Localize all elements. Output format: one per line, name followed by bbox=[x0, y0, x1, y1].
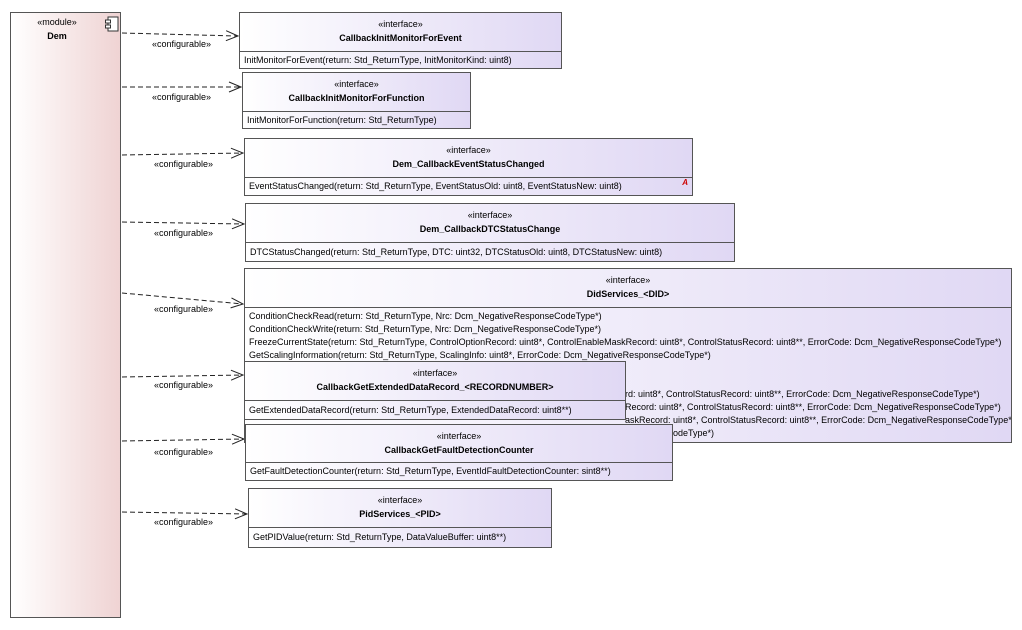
dependency-line[interactable] bbox=[121, 292, 244, 305]
dependency-arrowhead bbox=[230, 147, 245, 159]
operation: ConditionCheckWrite(return: Std_ReturnTy… bbox=[249, 324, 601, 334]
dependency-label: «configurable» bbox=[152, 92, 212, 102]
module-dem[interactable]: «module» Dem bbox=[10, 12, 121, 618]
operation: GetPIDValue(return: Std_ReturnType, Data… bbox=[253, 532, 507, 542]
dependency-line[interactable] bbox=[121, 152, 244, 156]
interface-name: PidServices_<PID> bbox=[359, 509, 441, 519]
interface-dem-callback-dtc-status-change[interactable]: «interface» Dem_CallbackDTCStatusChange … bbox=[245, 203, 735, 262]
interface-name: CallbackGetFaultDetectionCounter bbox=[384, 445, 534, 455]
dependency-label: «configurable» bbox=[154, 447, 214, 457]
dependency-arrowhead bbox=[234, 508, 249, 520]
interface-stereotype: «interface» bbox=[467, 210, 513, 220]
interface-name: DidServices_<DID> bbox=[586, 289, 670, 299]
operation: GetFaultDetectionCounter(return: Std_Ret… bbox=[250, 466, 611, 476]
interface-name: CallbackInitMonitorForEvent bbox=[339, 33, 462, 43]
interface-callback-get-extended-data-record[interactable]: «interface» CallbackGetExtendedDataRecor… bbox=[244, 361, 626, 420]
interface-stereotype: «interface» bbox=[412, 368, 458, 378]
interface-stereotype: «interface» bbox=[605, 275, 651, 285]
operation: GetExtendedDataRecord(return: Std_Return… bbox=[249, 405, 572, 415]
interface-callback-get-fault-detection-counter[interactable]: «interface» CallbackGetFaultDetectionCou… bbox=[245, 424, 673, 481]
interface-stereotype: «interface» bbox=[377, 495, 423, 505]
interface-stereotype: «interface» bbox=[334, 79, 379, 89]
interface-name: Dem_CallbackEventStatusChanged bbox=[392, 159, 545, 169]
interface-callback-init-monitor-for-event[interactable]: «interface» CallbackInitMonitorForEvent … bbox=[239, 12, 562, 69]
operation: ConditionCheckRead(return: Std_ReturnTyp… bbox=[249, 311, 602, 321]
dependency-line[interactable] bbox=[121, 32, 239, 37]
operation: askRecord: uint8*, ControlStatusRecord: … bbox=[625, 415, 1011, 425]
interface-stereotype: «interface» bbox=[378, 19, 423, 29]
dependency-line[interactable] bbox=[121, 438, 245, 442]
dependency-arrowhead bbox=[230, 297, 245, 309]
module-name: Dem bbox=[47, 31, 67, 41]
interface-name: Dem_CallbackDTCStatusChange bbox=[419, 224, 561, 234]
operation: DTCStatusChanged(return: Std_ReturnType,… bbox=[250, 247, 663, 257]
dependency-line[interactable] bbox=[121, 374, 244, 378]
dependency-line[interactable] bbox=[121, 221, 245, 225]
dependency-arrowhead bbox=[225, 30, 240, 42]
operation: InitMonitorForFunction(return: Std_Retur… bbox=[247, 115, 437, 125]
dependency-arrowhead bbox=[230, 369, 245, 381]
dependency-arrowhead bbox=[231, 433, 246, 445]
dependency-label: «configurable» bbox=[154, 380, 214, 390]
dependency-line[interactable] bbox=[121, 511, 248, 515]
interface-stereotype: «interface» bbox=[446, 145, 491, 155]
operation: GetScalingInformation(return: Std_Return… bbox=[249, 350, 711, 360]
interface-name: CallbackInitMonitorForFunction bbox=[288, 93, 425, 103]
operation: Record: uint8*, ControlStatusRecord: uin… bbox=[625, 402, 1001, 412]
dependency-label: «configurable» bbox=[154, 517, 214, 527]
operation: rd: uint8*, ControlStatusRecord: uint8**… bbox=[625, 389, 980, 399]
dependency-label: «configurable» bbox=[154, 304, 214, 314]
dependency-label: «configurable» bbox=[154, 159, 214, 169]
operation: EventStatusChanged(return: Std_ReturnTyp… bbox=[249, 181, 622, 191]
interface-stereotype: «interface» bbox=[436, 431, 482, 441]
interface-dem-callback-event-status-changed[interactable]: «interface» Dem_CallbackEventStatusChang… bbox=[244, 138, 693, 196]
module-stereotype: «module» bbox=[37, 17, 77, 27]
dependency-arrowhead bbox=[228, 81, 243, 93]
interface-name: CallbackGetExtendedDataRecord_<RECORDNUM… bbox=[316, 382, 554, 392]
operation: odeType*) bbox=[673, 428, 715, 438]
component-icon bbox=[105, 16, 119, 32]
interface-pid-services[interactable]: «interface» PidServices_<PID> GetPIDValu… bbox=[248, 488, 552, 548]
operation: InitMonitorForEvent(return: Std_ReturnTy… bbox=[244, 55, 512, 65]
abstract-marker: A bbox=[682, 178, 688, 187]
dependency-label: «configurable» bbox=[152, 39, 212, 49]
operation: FreezeCurrentState(return: Std_ReturnTyp… bbox=[249, 337, 1002, 347]
dependency-label: «configurable» bbox=[154, 228, 214, 238]
dependency-arrowhead bbox=[231, 218, 246, 230]
interface-callback-init-monitor-for-function[interactable]: «interface» CallbackInitMonitorForFuncti… bbox=[242, 72, 471, 129]
